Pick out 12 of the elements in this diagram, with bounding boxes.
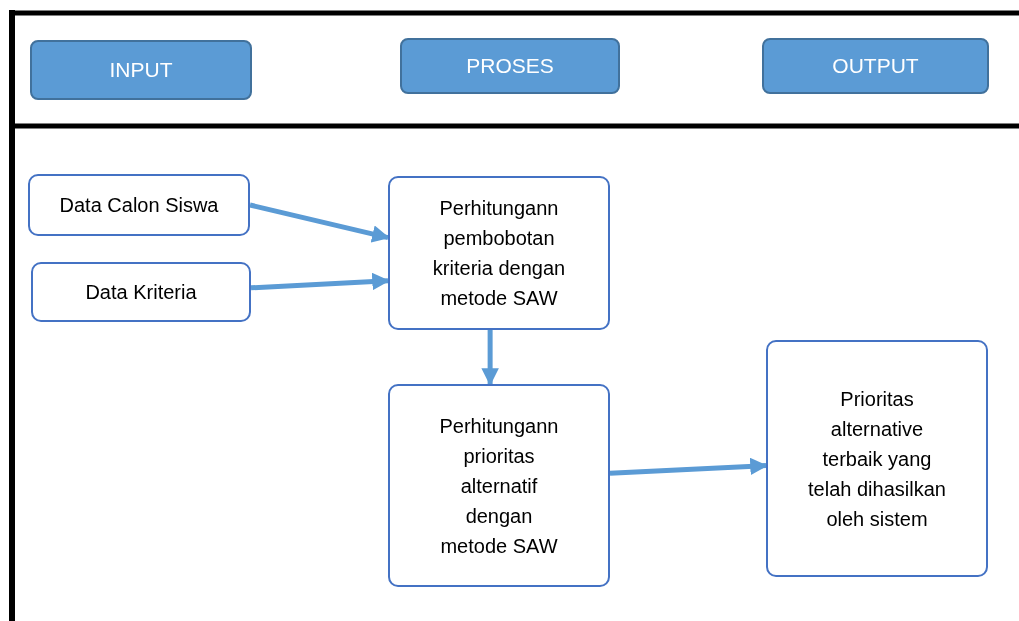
header-box: INPUT [30,40,252,100]
arrow [609,457,768,476]
header-box: OUTPUT [762,38,989,94]
process-box: Data Calon Siswa [28,174,250,236]
arrow [249,202,390,243]
process-box: Prioritas alternative terbaik yang telah dihasilkan oleh sistem [766,340,988,577]
arrow [481,330,499,386]
header-box: PROSES [400,38,620,94]
process-box: Data Kriteria [31,262,251,322]
process-box: Perhitungann prioritas alternatif dengan metode SAW [388,384,610,587]
process-box: Perhitungann pembobotan kriteria dengan metode SAW [388,176,610,330]
arrow [250,272,390,291]
